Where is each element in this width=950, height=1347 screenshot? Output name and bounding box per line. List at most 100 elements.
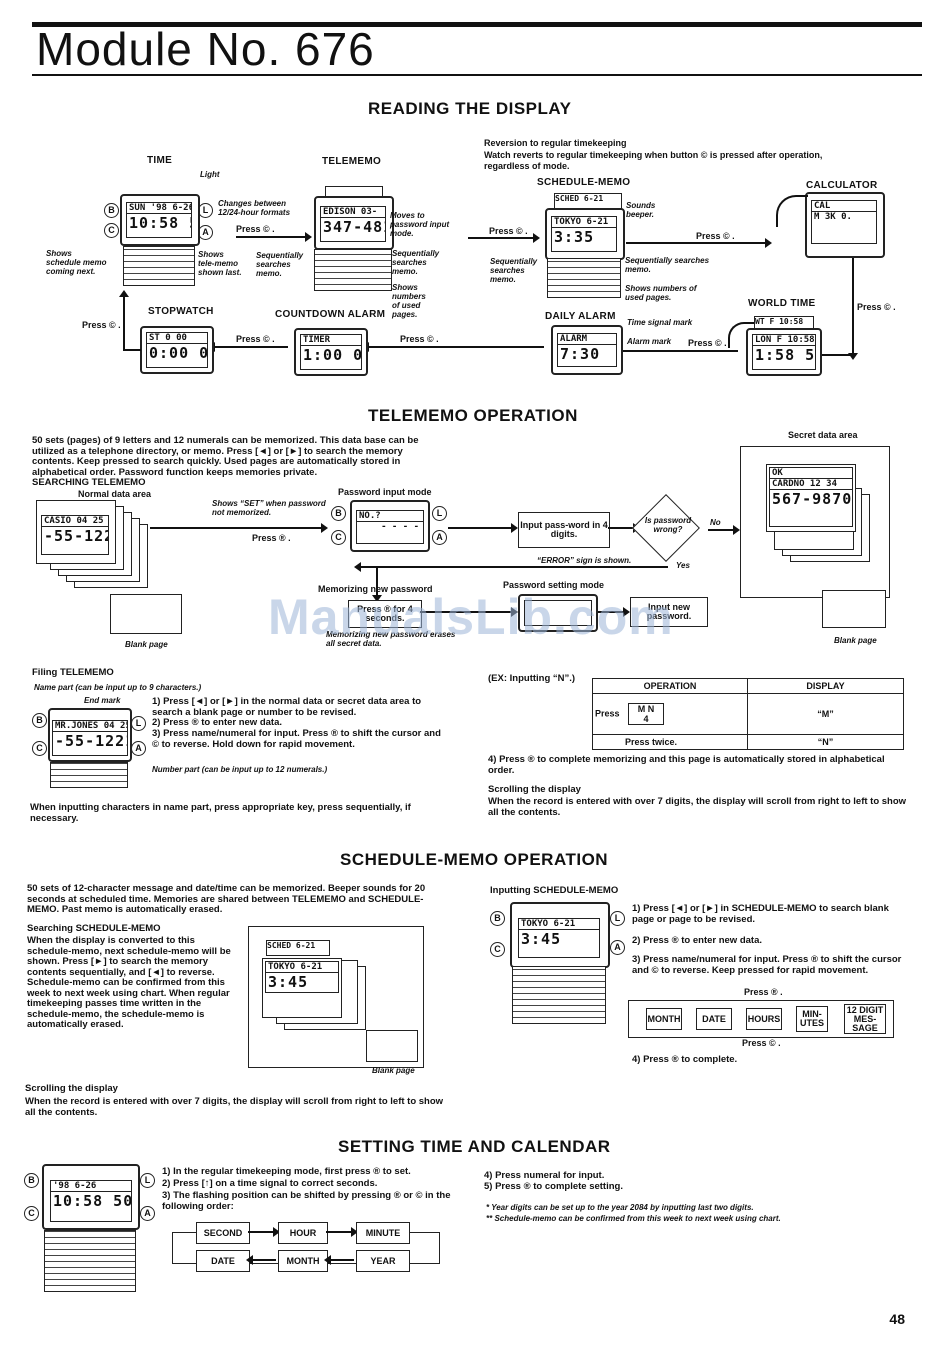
name-part-note: Name part (can be input up to 9 characte… (34, 683, 202, 692)
set-step-5: 5) Press ® to complete setting. (484, 1181, 623, 1192)
arrow-hour-minute (326, 1227, 358, 1237)
fill-lcd-main: -55-1221 (55, 732, 128, 750)
blank-page-label-2: Blank page (834, 636, 877, 645)
name-part-instruction: When inputting characters in name part, … (30, 802, 411, 824)
set-button-c: C (24, 1206, 39, 1221)
fill-button-a: A (131, 741, 146, 756)
arrow-second-hour (248, 1227, 280, 1237)
memorizing-label: Memorizing new password (318, 584, 433, 594)
arrow-tele-to-sched (468, 233, 540, 243)
fill-lcd-top: MR.JONES 04 25 (53, 721, 128, 732)
normal-lcd: CASIO 04 25 -55-1221 (41, 515, 109, 555)
press-c-3: Press © . (696, 231, 735, 241)
inputting-schedule: Inputting SCHEDULE-MEMO (490, 885, 619, 896)
tele-lcd-main: 347-4811 (323, 218, 385, 236)
daily-watch: ALARM 7:30 (551, 325, 623, 375)
secret-lcd: OK CARDNO 12 34 567-9870 (769, 467, 853, 527)
world-lcd-main: 1:58 52 (755, 346, 816, 364)
stop-watch: ST 0 00 0:00 00 (140, 326, 214, 374)
sched-button-c: C (490, 942, 505, 957)
input-new-pw-box: Input new password. (630, 597, 708, 627)
button-a: A (198, 225, 213, 240)
schedule-intro: 50 sets of 12-character message and date… (27, 883, 426, 915)
arrow-normal-to-pw (150, 523, 328, 533)
mode-calculator-label: CALCULATOR (806, 180, 878, 191)
arrow-to-memorizing (372, 566, 382, 602)
fill-step-2: 2) Press ® to enter new data. (152, 717, 283, 728)
calc-lcd-top: CAL (812, 201, 876, 212)
sched-stack-top: SCHED 6-21 (266, 940, 330, 956)
flow-minutes: MIN-UTES (796, 1006, 828, 1032)
pw-button-b: B (331, 506, 346, 521)
sched-lcd-top: TOKYO 6-21 (552, 217, 616, 228)
pw-setting-lcd (524, 600, 592, 626)
filing-telememo-title: Filing TELEMEMO (32, 667, 114, 678)
light-label: Light (200, 170, 220, 179)
sched-watch: TOKYO 6-21 3:35 (545, 208, 625, 260)
world-top-text: WT F 10:58 (755, 317, 804, 326)
reversion-title: Reversion to regular timekeeping (484, 138, 627, 148)
table-header-display: DISPLAY (747, 678, 904, 694)
searching-schedule-text: When the display is converted to this sc… (27, 935, 231, 1030)
tele-step-4: 4) Press ® to complete memorizing and th… (488, 754, 885, 776)
sched-flow-loop (628, 1000, 894, 1038)
set-step-3: 3) The flashing position can be shifted … (162, 1190, 451, 1212)
set-note-1: * Year digits can be set up to the year … (486, 1203, 754, 1212)
sched-lcd-main: 3:35 (554, 228, 595, 246)
page-number: 48 (889, 1311, 905, 1327)
arrow-daily-to-count (362, 342, 544, 352)
arrow-to-pw-setting (420, 607, 518, 617)
flow-minute: MINUTE (356, 1222, 410, 1244)
world-lcd-top: LON F 10:58 (753, 335, 815, 346)
set-button-l: L (140, 1173, 155, 1188)
press-c-4: Press © . (857, 302, 896, 312)
press-b-4sec-box: Press ® for 4 seconds. (348, 600, 422, 628)
time-lcd: SUN '98 6-26 10:58 50 (126, 202, 192, 238)
world-curve (728, 322, 754, 348)
press-c-8: Press © . (82, 320, 121, 330)
calc-watch: CAL M 3K 0. (805, 192, 885, 258)
set-lcd-main: 10:58 50 (53, 1192, 132, 1210)
tele-keyboard (314, 249, 392, 291)
arrow-sched-to-calc (626, 238, 772, 248)
sched-button-a: A (610, 940, 625, 955)
searching-schedule: Searching SCHEDULE-MEMO (27, 923, 161, 934)
press-c-5: Press © . (688, 338, 727, 348)
fill-watch: MR.JONES 04 25 -55-1221 (48, 708, 132, 762)
top-rule (32, 22, 922, 27)
note-seq-search2: Sequentially searches memo. (392, 249, 440, 276)
table-cell-op-text: Press (595, 708, 620, 719)
no-label: No (710, 518, 721, 527)
table-cell-op: Press twice. (592, 734, 748, 750)
arrow-calc-down (848, 258, 858, 360)
set-step-4: 4) Press numeral for input. (484, 1170, 605, 1181)
set-watch: '98 6-26 10:58 50 (42, 1164, 140, 1230)
note-tele-last: Shows tele-memo shown last. (198, 250, 242, 277)
sched-blank-label: Blank page (372, 1066, 415, 1075)
note-seq-search4: Sequentially searches memo. (625, 256, 710, 274)
arrow-to-world (814, 350, 854, 360)
daily-lcd-top: ALARM (558, 334, 616, 345)
pw-watch: NO.? - - - - (350, 500, 430, 552)
secret-lcd-main: 567-9870 (772, 490, 853, 508)
mode-countdown-label: COUNTDOWN ALARM (275, 309, 386, 320)
arrow-stop-left (123, 349, 141, 351)
sched-stack-lcd-main: 3:45 (268, 973, 309, 991)
fill-step-3: 3) Press name/numeral for input. Press ®… (152, 728, 441, 750)
tele-scroll-title: Scrolling the display (488, 784, 581, 795)
fill-button-c: C (32, 741, 47, 756)
set-button-b: B (24, 1173, 39, 1188)
sched-blank-page (366, 1030, 418, 1062)
sched-stack-top-text: SCHED 6-21 (267, 941, 316, 950)
press-a-1: Press ® . (252, 533, 291, 543)
secret-blank-page (822, 590, 886, 628)
normal-lcd-main: -55-1221 (44, 527, 108, 545)
set-lcd: '98 6-26 10:58 50 (50, 1180, 132, 1222)
pw-lcd: NO.? - - - - (356, 510, 424, 544)
calc-curve (776, 195, 808, 227)
table-cell-disp: “N” (747, 734, 904, 750)
note-time-signal: Time signal mark (627, 318, 693, 327)
tele-lcd: EDISON 03- 347-4811 (320, 206, 386, 242)
